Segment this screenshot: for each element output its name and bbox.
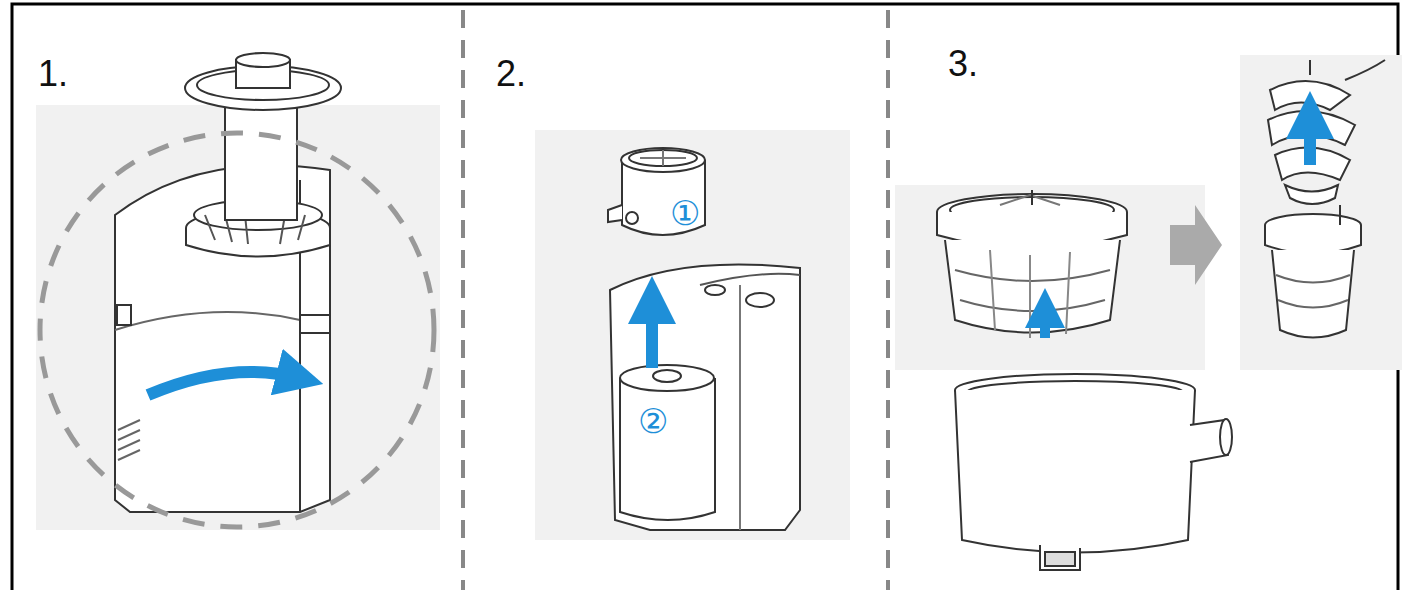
juice-bowl — [955, 374, 1232, 570]
frame — [12, 4, 1398, 590]
step-number: 1. — [38, 56, 68, 92]
panel-ground — [535, 130, 850, 540]
auger — [1268, 60, 1385, 204]
separator — [461, 10, 465, 590]
separator — [886, 10, 890, 590]
screen-brush — [1265, 205, 1361, 338]
panel-ground — [895, 185, 1205, 370]
panel-ground — [1240, 55, 1402, 370]
bowl-assembly — [937, 190, 1127, 338]
lift-arrow — [1304, 115, 1316, 165]
callout-number: ② — [638, 404, 668, 438]
callout-number: ① — [670, 196, 700, 230]
next-arrow — [1170, 205, 1222, 285]
juicer-assembled — [115, 53, 341, 512]
lift-arrow — [1040, 308, 1050, 338]
juicer-parts — [608, 148, 800, 530]
lift-arrow — [646, 300, 658, 368]
step-number: 2. — [496, 56, 526, 92]
step-number: 3. — [948, 46, 978, 82]
rotate-arrow — [148, 372, 300, 395]
dashed-circle — [40, 133, 434, 527]
